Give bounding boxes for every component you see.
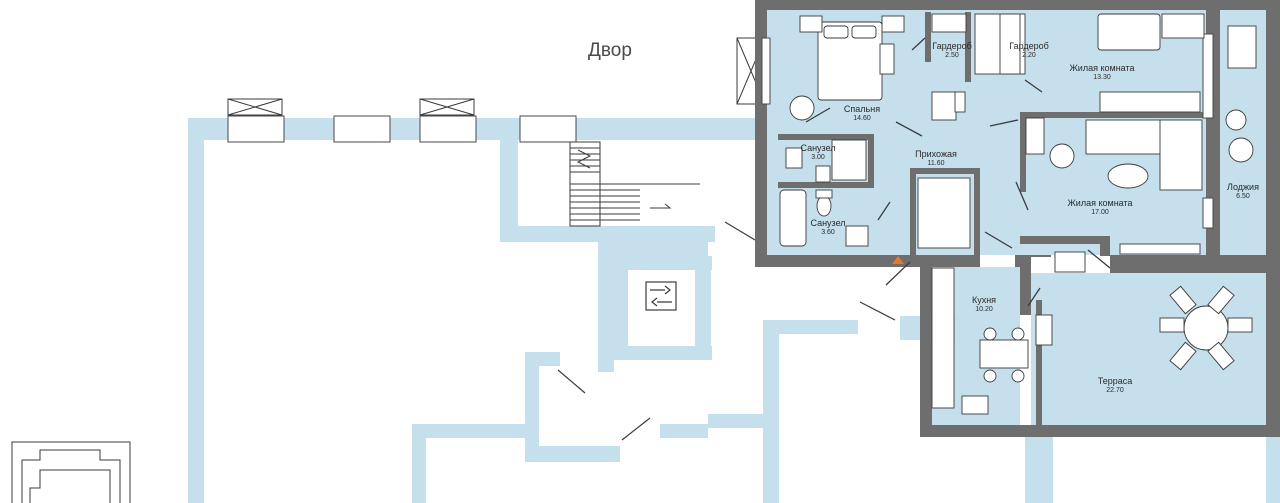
room-area: 13.30 bbox=[1093, 74, 1111, 81]
room-name: Жилая комната bbox=[1069, 63, 1135, 73]
table-icon bbox=[979, 327, 1029, 383]
room-name: Санузел bbox=[810, 218, 846, 228]
furniture bbox=[779, 13, 1257, 415]
room-name: Гардероб bbox=[1009, 41, 1049, 51]
toilet-icon bbox=[815, 189, 833, 217]
room-name: Кухня bbox=[971, 295, 997, 305]
room-area: 11.60 bbox=[927, 160, 945, 167]
sofa-icon bbox=[1097, 13, 1205, 51]
room-area: 3.60 bbox=[821, 229, 835, 236]
room-name: Гардероб bbox=[932, 41, 972, 51]
room-name: Спальня bbox=[843, 104, 881, 114]
room-label-living2: Жилая комната 17.00 bbox=[1067, 198, 1132, 217]
room-area: 14.60 bbox=[853, 115, 871, 122]
room-name: Санузел bbox=[800, 143, 836, 153]
room-name: Лоджия bbox=[1227, 182, 1259, 192]
room-label-bedroom: Спальня 14.60 bbox=[844, 104, 880, 123]
room-label-kitchen: Кухня 10.20 bbox=[972, 295, 996, 314]
apartment-windows bbox=[761, 33, 1214, 346]
room-area: 17.00 bbox=[1091, 209, 1109, 216]
yard-label: Двор bbox=[588, 40, 632, 61]
bed-icon bbox=[799, 15, 905, 101]
door-swings bbox=[557, 221, 896, 441]
room-label-bath1: Санузел 3.00 bbox=[800, 143, 835, 162]
sink-icon bbox=[845, 225, 869, 247]
room-label-wardrobe1: Гардероб 2.50 bbox=[932, 41, 972, 60]
room-area: 10.20 bbox=[975, 306, 993, 313]
neighbor-windows bbox=[227, 115, 577, 143]
room-label-wardrobe2: Гардероб 2.20 bbox=[1009, 41, 1049, 60]
neighbor-outline bbox=[11, 441, 131, 503]
apartment-doors bbox=[805, 37, 1111, 307]
room-label-loggia: Лоджия 6.50 bbox=[1227, 182, 1259, 201]
elevator-icon bbox=[645, 281, 677, 311]
staircase bbox=[569, 141, 700, 227]
bathtub-icon bbox=[779, 189, 807, 247]
room-name: Жилая комната bbox=[1067, 198, 1133, 208]
window-icon bbox=[227, 37, 766, 116]
room-label-terrace: Терраса 22.70 bbox=[1098, 376, 1133, 395]
room-label-bath2: Санузел 3.60 bbox=[810, 218, 845, 237]
entrance-marker-icon bbox=[892, 256, 904, 264]
room-area: 22.70 bbox=[1106, 387, 1124, 394]
room-label-hall: Прихожая 11.60 bbox=[915, 149, 957, 168]
room-name: Терраса bbox=[1097, 376, 1133, 386]
room-area: 2.50 bbox=[945, 52, 959, 59]
room-name: Прихожая bbox=[915, 149, 957, 159]
inner-walls bbox=[778, 10, 1220, 425]
room-area: 2.20 bbox=[1022, 52, 1036, 59]
room-area: 3.00 bbox=[811, 154, 825, 161]
room-area: 6.50 bbox=[1236, 193, 1250, 200]
room-label-living1: Жилая комната 13.30 bbox=[1069, 63, 1134, 82]
